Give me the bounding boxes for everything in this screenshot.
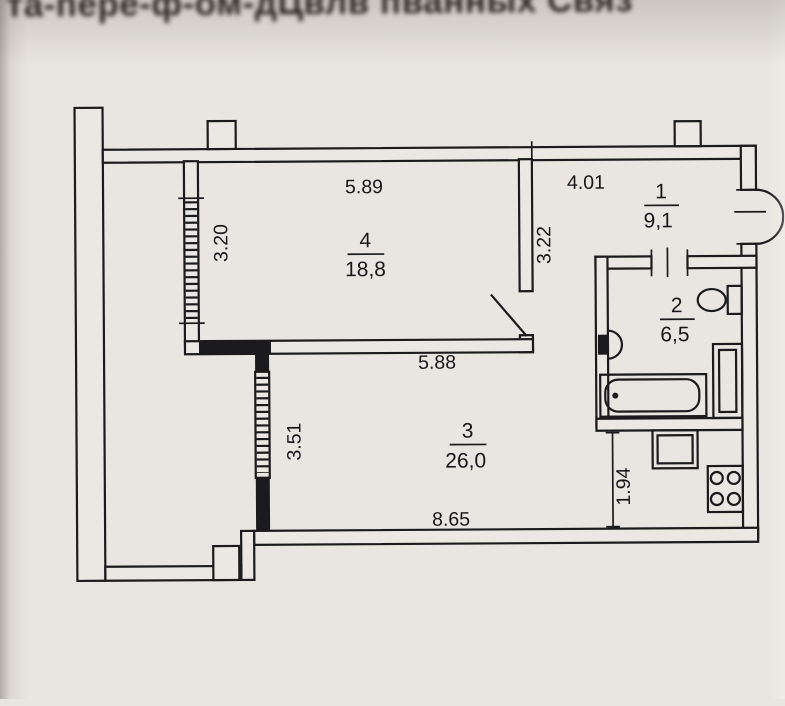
bathtub-inner (605, 379, 699, 412)
room2-area: 6,5 (660, 323, 689, 346)
wall-bottom-notch (213, 546, 239, 580)
stove-burner (711, 472, 723, 484)
room1-area: 9,1 (644, 209, 673, 232)
washing-machine-icon (652, 430, 697, 468)
wall-room4-right-upper (519, 159, 533, 291)
duct-inner (719, 350, 736, 412)
sink-base (598, 335, 608, 355)
wall-top (103, 146, 756, 163)
kitchen-fixtures (652, 430, 742, 513)
toilet-icon (698, 286, 742, 314)
room3-number: 3 (462, 420, 474, 443)
dim-room4-depth: 3.20 (210, 224, 232, 262)
stove-burner (728, 472, 740, 484)
dim-hall-depth: 3.22 (533, 226, 555, 264)
bathtub-icon (600, 374, 706, 417)
washing-machine-inner (658, 435, 693, 463)
wall-room4-bottom-solid (199, 341, 271, 354)
bathtub-drain (612, 393, 618, 399)
wall-bottom-main (254, 528, 758, 545)
room4-area: 18,8 (345, 258, 386, 281)
wall-left-outer (75, 108, 106, 581)
toilet-bowl (698, 289, 726, 311)
toilet-tank (728, 286, 742, 314)
dim-bottom-width: 8.65 (432, 509, 470, 531)
stove-burner (728, 493, 740, 505)
room3-area: 26,0 (445, 449, 486, 472)
stove-burner (711, 493, 723, 505)
balcony-door (735, 190, 783, 244)
dim-hall-width: 4.01 (567, 172, 605, 194)
wall-right-upper (741, 146, 756, 190)
wall-room3-left-solid-top (255, 354, 269, 372)
door-leaf-room4 (492, 295, 526, 335)
wall-top-protrusion-left (208, 121, 236, 149)
duct-outer (713, 344, 742, 418)
room2-number: 2 (671, 294, 683, 317)
room4-number: 4 (359, 229, 371, 252)
dim-room4-width: 5.89 (345, 176, 383, 198)
wall-room2-top-right (687, 256, 756, 268)
sink-basin (608, 331, 622, 359)
sink-icon (598, 331, 622, 359)
dim-room3-top: 5.88 (418, 352, 456, 374)
wall-bottom-step (241, 531, 254, 580)
stove-icon (708, 466, 743, 512)
room1-number: 1 (655, 180, 667, 203)
wall-top-protrusion-right (675, 121, 701, 146)
wall-room3-left-solid-bottom (256, 478, 270, 531)
balcony-door-arc (756, 190, 783, 244)
duct-icon (713, 344, 742, 418)
dim-kitchen-depth: 1.94 (613, 467, 635, 505)
wall-room2-bottom (596, 418, 742, 431)
dim-room3-left: 3.51 (283, 423, 305, 461)
